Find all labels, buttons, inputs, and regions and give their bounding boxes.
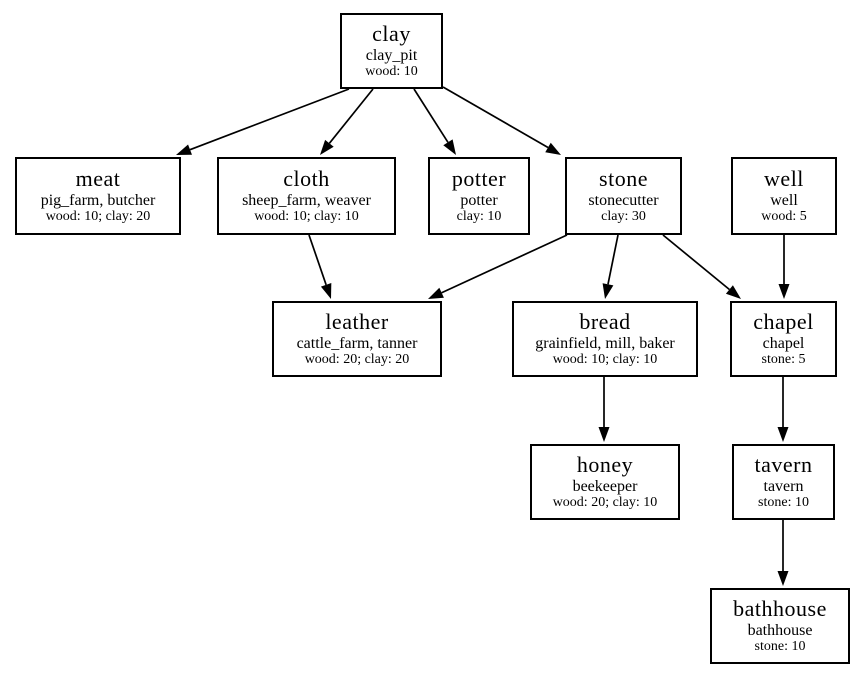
arrowhead-icon bbox=[725, 285, 741, 299]
node-potter-title: potter bbox=[451, 165, 507, 191]
node-honey-subtitle: beekeeper bbox=[572, 477, 638, 495]
node-chapel-subtitle: chapel bbox=[762, 334, 805, 352]
node-well-title: well bbox=[764, 165, 804, 191]
node-tavern-cost: stone: 10 bbox=[758, 495, 809, 511]
node-honey-cost: wood: 20; clay: 10 bbox=[552, 495, 658, 511]
arrowhead-icon bbox=[320, 139, 334, 155]
edge-clay-cloth bbox=[328, 88, 374, 144]
node-well-cost: wood: 5 bbox=[761, 209, 807, 225]
node-honey-title: honey bbox=[576, 451, 634, 477]
node-bread-cost: wood: 10; clay: 10 bbox=[552, 352, 658, 368]
node-bathhouse-title: bathhouse bbox=[733, 595, 827, 621]
node-meat-cost: wood: 10; clay: 20 bbox=[45, 209, 151, 225]
node-bread-title: bread bbox=[579, 308, 631, 334]
arrowhead-icon bbox=[428, 287, 444, 299]
node-potter-cost: clay: 10 bbox=[456, 209, 502, 225]
arrowhead-icon bbox=[443, 139, 456, 155]
edge-clay-stone bbox=[442, 86, 549, 149]
node-meat-subtitle: pig_farm, butcher bbox=[40, 191, 156, 209]
arrowhead-icon bbox=[545, 142, 561, 155]
node-chapel-cost: stone: 5 bbox=[761, 352, 806, 368]
edge-clay-potter bbox=[413, 88, 449, 143]
arrowhead-icon bbox=[320, 283, 332, 299]
edge-stone-bread bbox=[607, 234, 619, 285]
node-tavern-title: tavern bbox=[754, 451, 813, 477]
node-leather-subtitle: cattle_farm, tanner bbox=[296, 334, 418, 352]
edge-cloth-leather bbox=[308, 234, 327, 286]
node-bathhouse-cost: stone: 10 bbox=[754, 639, 806, 655]
node-clay-cost: wood: 10 bbox=[365, 64, 418, 80]
node-stone-cost: clay: 30 bbox=[601, 209, 646, 225]
arrowhead-icon bbox=[176, 144, 192, 155]
node-leather-cost: wood: 20; clay: 20 bbox=[304, 352, 410, 368]
node-stone-title: stone bbox=[599, 165, 648, 191]
edge-stone-leather bbox=[441, 234, 568, 294]
node-cloth-title: cloth bbox=[283, 165, 330, 191]
node-meat-title: meat bbox=[75, 165, 121, 191]
arrowhead-icon bbox=[777, 571, 789, 586]
arrowhead-icon bbox=[778, 284, 790, 299]
node-well-subtitle: well bbox=[770, 191, 798, 209]
node-potter-subtitle: potter bbox=[460, 191, 498, 209]
node-bread-subtitle: grainfield, mill, baker bbox=[535, 334, 675, 352]
node-tavern-subtitle: tavern bbox=[763, 477, 804, 495]
edge-clay-meat bbox=[189, 88, 350, 151]
node-bathhouse-subtitle: bathhouse bbox=[747, 621, 813, 639]
arrowhead-icon bbox=[598, 427, 610, 442]
node-leather-title: leather bbox=[325, 308, 389, 334]
node-clay-title: clay bbox=[372, 20, 411, 46]
arrowhead-icon bbox=[777, 427, 789, 442]
node-cloth-cost: wood: 10; clay: 10 bbox=[254, 209, 359, 225]
node-clay-subtitle: clay_pit bbox=[365, 46, 418, 64]
node-stone-subtitle: stonecutter bbox=[588, 191, 659, 209]
arrowhead-icon bbox=[602, 283, 614, 299]
node-chapel-title: chapel bbox=[753, 308, 814, 334]
edge-stone-chapel bbox=[662, 234, 730, 291]
node-cloth-subtitle: sheep_farm, weaver bbox=[242, 191, 371, 209]
